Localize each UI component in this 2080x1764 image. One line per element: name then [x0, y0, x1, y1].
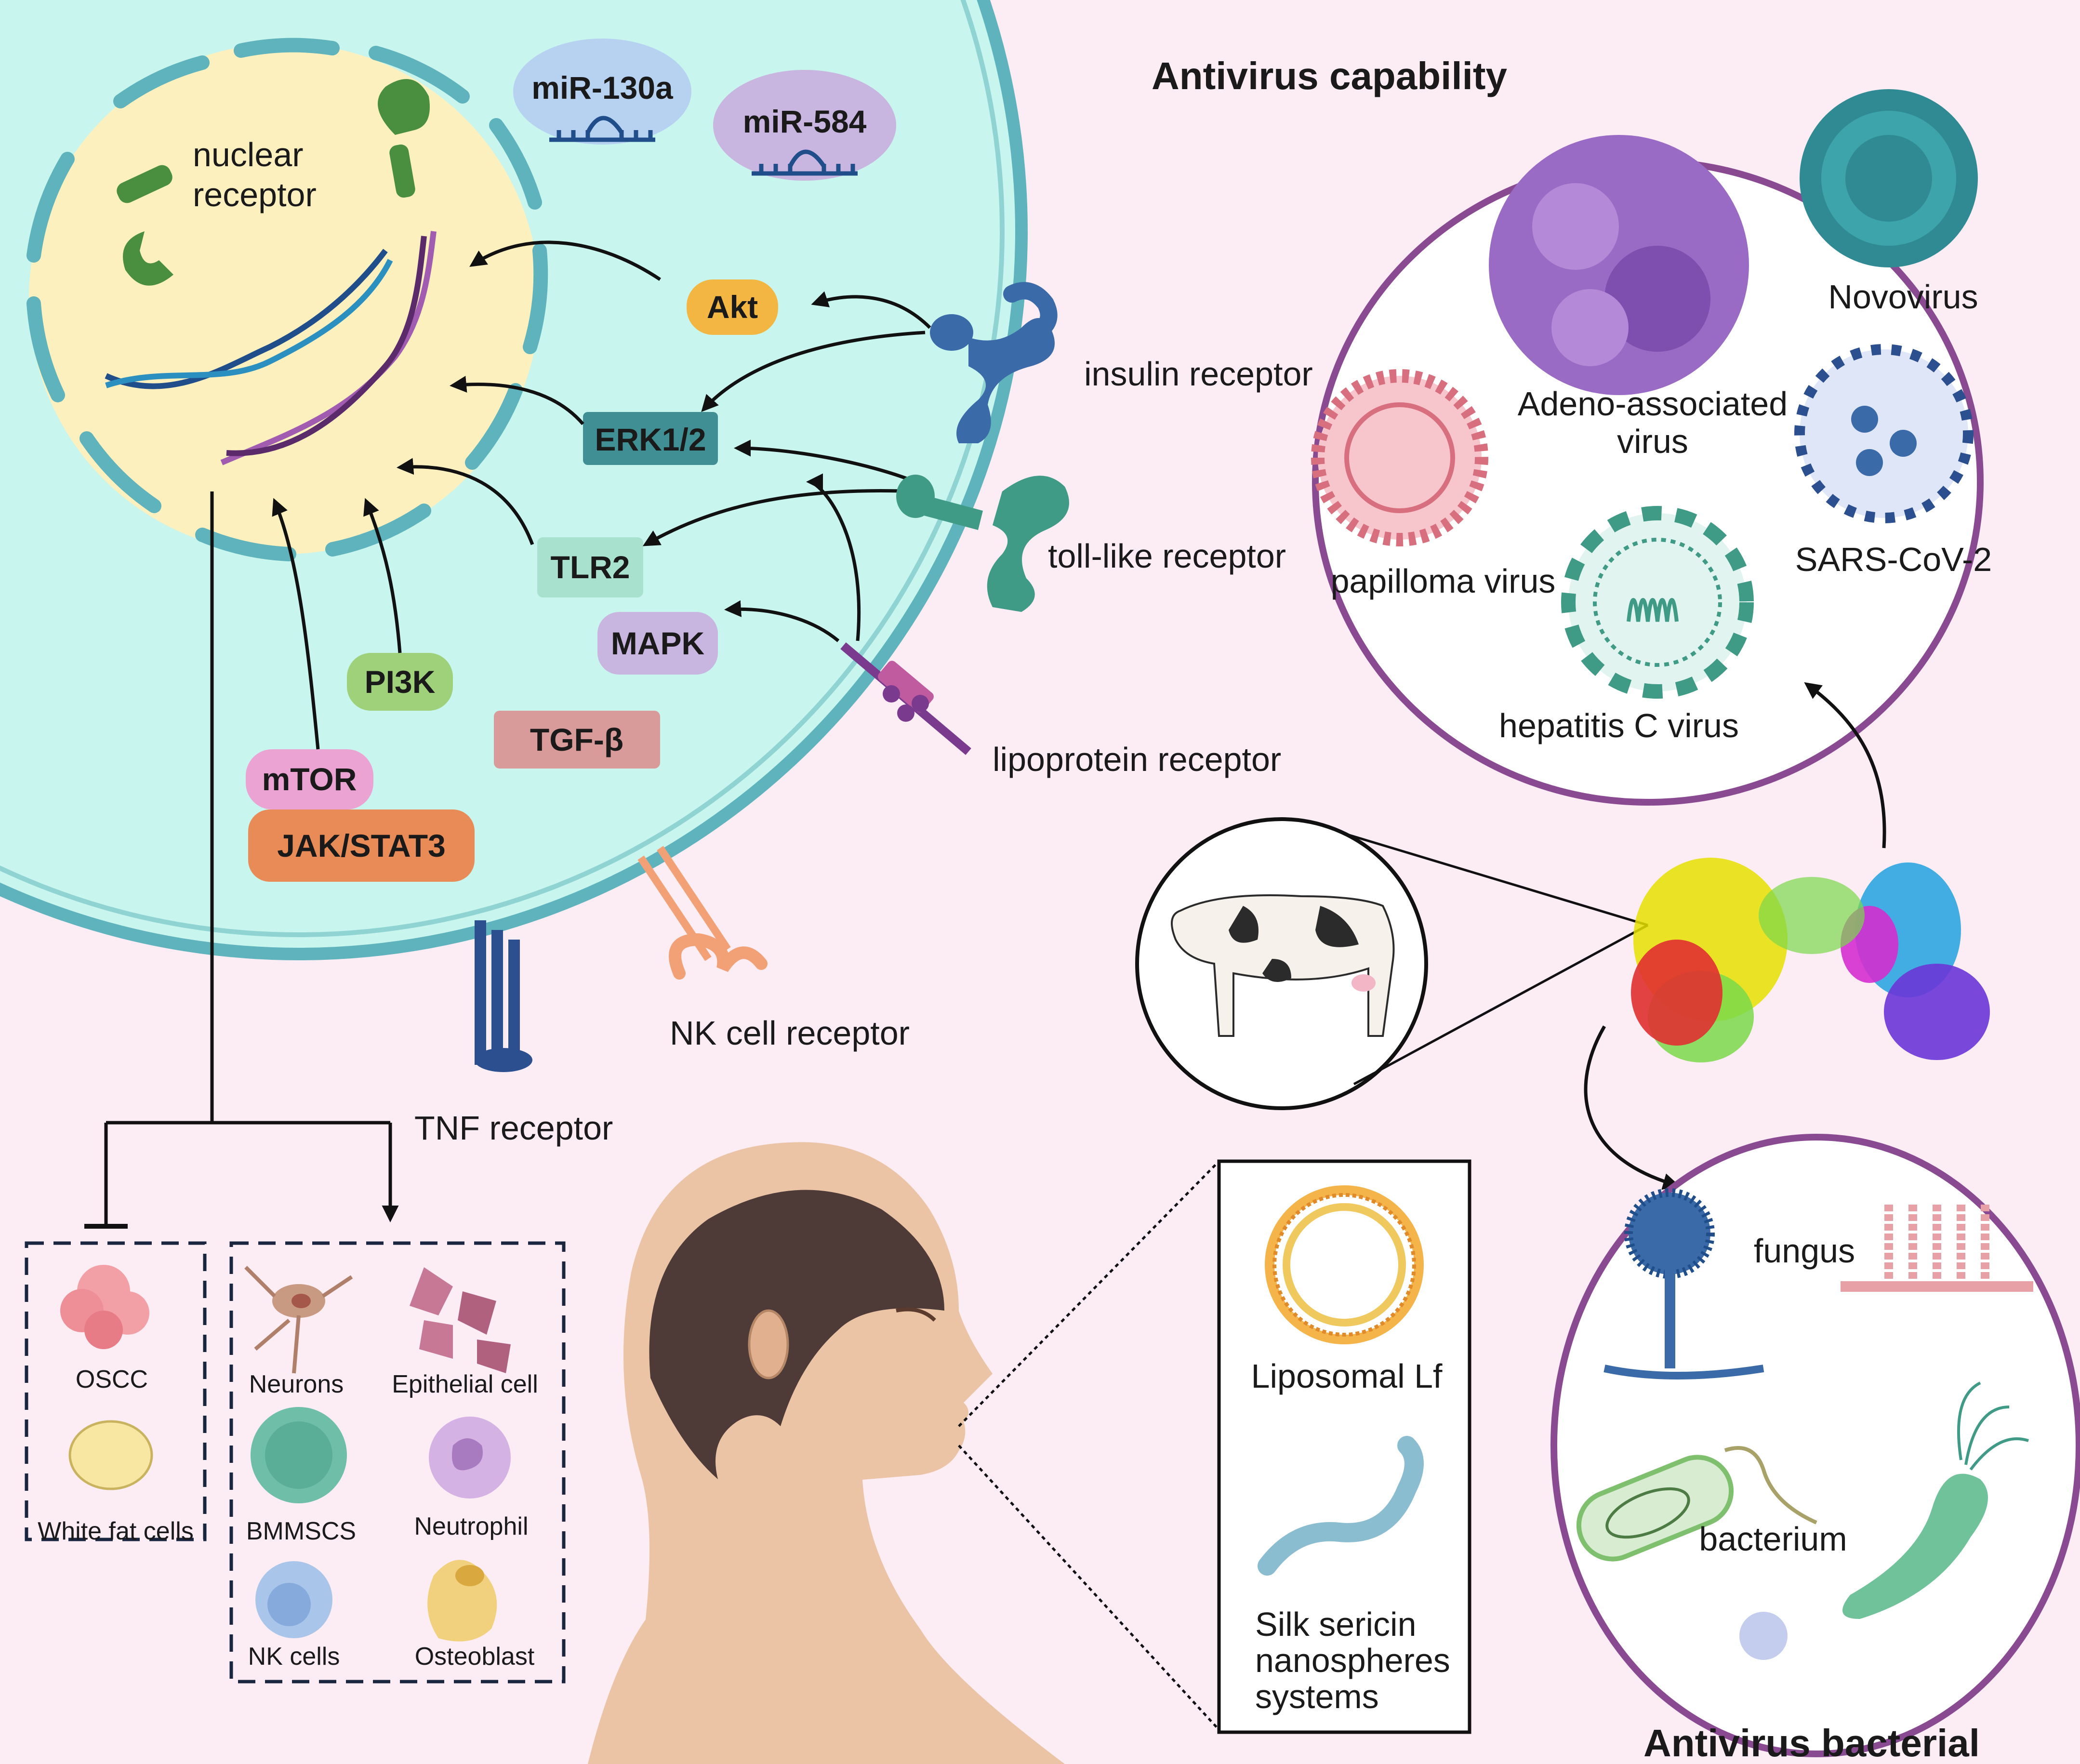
nucleus-body — [29, 43, 540, 554]
silk-sericin-label-2: nanospheres — [1255, 1642, 1450, 1679]
lactoferrin-protein-icon — [1631, 858, 1990, 1062]
nuclear-label-line1: nuclear — [193, 136, 304, 173]
papilloma-virus-label: papilloma virus — [1331, 562, 1556, 600]
antivirus-bacterial-heading: Antivirus bacterial — [1643, 1722, 1980, 1764]
coccus-icon — [1739, 1612, 1788, 1660]
aspergillus-fungus-icon — [1603, 1188, 1764, 1379]
liposome-icon — [1265, 1185, 1424, 1344]
signal-jak-stat3: JAK/STAT3 — [248, 809, 475, 882]
nuclear-label-line2: receptor — [193, 176, 317, 213]
dna-icon — [105, 231, 437, 465]
cow-zoom-lines — [1344, 832, 1649, 1086]
signal-tlr2: TLR2 — [537, 537, 643, 597]
promoted-cells-box — [229, 1241, 566, 1684]
liposomal-lf-label: Liposomal Lf — [1251, 1357, 1443, 1395]
neutrophil-icon — [429, 1417, 511, 1499]
mirna-584-label: miR-584 — [743, 104, 867, 139]
insulin-receptor-icon — [930, 282, 1058, 443]
nk-cells-label: NK cells — [248, 1643, 340, 1671]
white-fat-cell-icon — [68, 1420, 153, 1490]
svg-text:TGF-β: TGF-β — [530, 722, 623, 757]
helicobacter-icon — [1842, 1381, 2029, 1619]
tnf-receptor-label: TNF receptor — [414, 1109, 613, 1147]
neutrophil-label: Neutrophil — [414, 1512, 528, 1540]
signal-tgf-beta: TGF-β — [494, 711, 660, 769]
cow-icon — [1171, 894, 1395, 1037]
pathway-arrows — [272, 240, 931, 750]
rod-bacterium-icon — [1576, 1446, 1817, 1562]
aav-label-line1: Adeno-associated — [1518, 385, 1788, 423]
signal-mapk: MAPK — [597, 612, 718, 675]
svg-text:ERK1/2: ERK1/2 — [595, 422, 706, 457]
white-fat-label: White fat cells — [38, 1517, 194, 1545]
human-head-icon — [588, 1142, 1065, 1764]
osteoblast-label: Osteoblast — [415, 1643, 535, 1671]
bacterium-label: bacterium — [1699, 1520, 1847, 1558]
toll-like-receptor-icon — [896, 475, 1069, 612]
svg-text:PI3K: PI3K — [365, 664, 436, 700]
tnf-receptor-icon — [475, 920, 532, 1072]
toll-like-receptor-label: toll-like receptor — [1048, 537, 1286, 575]
svg-text:TLR2: TLR2 — [551, 549, 630, 585]
novovirus-label: Novovirus — [1828, 278, 1978, 316]
nuclear-receptor-icon — [117, 79, 430, 286]
silk-sericin-label-3: systems — [1255, 1678, 1379, 1715]
nk-cell-receptor-icon — [637, 846, 768, 980]
insulin-receptor-label: insulin receptor — [1084, 355, 1313, 393]
sars-cov-2-label: SARS-CoV-2 — [1795, 541, 1992, 578]
epithelial-cell-icon — [410, 1267, 511, 1373]
epithelial-cell-label: Epithelial cell — [392, 1370, 538, 1398]
mouth-zoom-lines — [958, 1160, 1220, 1731]
neurons-label: Neurons — [249, 1370, 344, 1398]
oscc-icon — [60, 1265, 149, 1349]
nk-cells-icon — [255, 1561, 332, 1638]
nucleus: nuclear receptor — [26, 38, 548, 561]
svg-text:mTOR: mTOR — [262, 761, 357, 797]
svg-text:JAK/STAT3: JAK/STAT3 — [277, 828, 446, 863]
hepatitis-c-virus-icon — [1561, 506, 1754, 699]
papilloma-virus-icon — [1311, 369, 1488, 546]
svg-text:MAPK: MAPK — [611, 625, 705, 661]
mirna-584: miR-584 — [713, 70, 896, 181]
novovirus-icon — [1800, 89, 1978, 267]
hepatitis-c-label: hepatitis C virus — [1499, 707, 1739, 744]
inhibited-cells-box — [25, 1241, 207, 1541]
fungus-label: fungus — [1754, 1232, 1855, 1270]
lipoprotein-receptor-icon — [840, 642, 971, 755]
bmmscs-icon — [251, 1407, 347, 1503]
nuclear-envelope — [26, 38, 548, 561]
signal-erk12: ERK1/2 — [583, 412, 718, 465]
adeno-associated-virus-icon — [1489, 135, 1749, 395]
oscc-label: OSCC — [76, 1366, 148, 1393]
mold-hyphae-icon — [1841, 1205, 2033, 1292]
silk-sericin-label-1: Silk sericin — [1255, 1605, 1417, 1643]
bmmscs-label: BMMSCS — [246, 1517, 356, 1545]
signal-akt: Akt — [687, 279, 778, 335]
svg-text:Akt: Akt — [707, 289, 758, 325]
aav-label-line2: virus — [1617, 423, 1688, 460]
downstream-branch — [84, 491, 399, 1229]
osteoblast-icon — [427, 1560, 497, 1642]
signal-mtor: mTOR — [246, 749, 373, 809]
neuron-icon — [244, 1266, 353, 1374]
sars-cov-2-icon — [1794, 344, 1974, 523]
signal-pi3k: PI3K — [347, 653, 453, 711]
mirna-130a: miR-130a — [513, 39, 691, 145]
lipoprotein-receptor-label: lipoprotein receptor — [993, 741, 1281, 778]
protein-arrows — [1584, 682, 1886, 1190]
mirna-130a-label: miR-130a — [531, 70, 674, 106]
silk-sericin-icon — [1258, 1436, 1424, 1576]
antivirus-capability-heading: Antivirus capability — [1152, 54, 1507, 97]
nk-cell-receptor-label: NK cell receptor — [670, 1014, 910, 1052]
